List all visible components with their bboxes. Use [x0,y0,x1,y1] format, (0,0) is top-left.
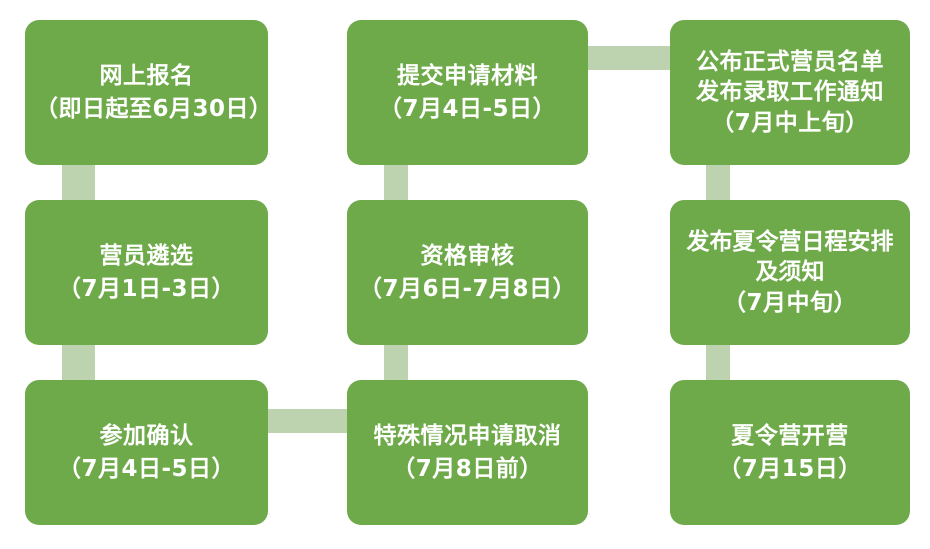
connector-publish-camp-schedule-to-camp-opening [706,342,730,384]
node-line-title: 特殊情况申请取消 [373,422,562,449]
node-line-title: 公布正式营员名单 [696,48,884,75]
connector-participation-confirmation-to-special-case-cancellation [264,409,350,433]
node-line-date: （7月8日前） [392,455,543,482]
connector-camper-selection-to-participation-confirmation [62,342,95,384]
node-line-date: （7月4日-5日） [57,455,236,482]
node-line-title: 参加确认 [99,422,194,449]
node-line-date: （7月6日-7月8日） [358,275,577,302]
connector-submit-application-materials-to-announce-official-camper-list [586,46,672,70]
node-line-date: （即日起至6月30日） [35,95,273,122]
node-special-case-cancellation-request[interactable]: 特殊情况申请取消 （7月8日前） [347,380,588,525]
node-publish-camp-schedule-and-notice[interactable]: 发布夏令营日程安排及须知 （7月中旬） [670,200,910,345]
node-line-title: 发布夏令营日程安排及须知 [686,228,894,286]
node-line-title: 资格审核 [420,242,515,269]
connector-qualification-review-to-submit-application-materials [384,162,408,204]
node-line-title: 夏令营开营 [731,422,849,449]
node-camper-selection[interactable]: 营员遴选 （7月1日-3日） [25,200,268,345]
node-camp-opening[interactable]: 夏令营开营 （7月15日） [670,380,910,525]
node-participation-confirmation[interactable]: 参加确认 （7月4日-5日） [25,380,268,525]
node-line-date: （7月4日-5日） [378,95,557,122]
connector-online-registration-to-camper-selection [62,162,95,204]
node-line-date: （7月中旬） [722,289,857,316]
connector-special-case-cancellation-to-qualification-review [384,342,408,384]
node-line-date: （7月15日） [718,455,862,482]
node-line-date: （7月1日-3日） [57,275,236,302]
node-qualification-review[interactable]: 资格审核 （7月6日-7月8日） [347,200,588,345]
node-line-title: 营员遴选 [99,242,194,269]
node-submit-application-materials[interactable]: 提交申请材料 （7月4日-5日） [347,20,588,165]
connector-announce-official-camper-list-to-publish-camp-schedule [706,162,730,204]
node-announce-official-camper-list[interactable]: 公布正式营员名单 发布录取工作通知 （7月中上旬） [670,20,910,165]
node-line-title: 网上报名 [99,62,194,89]
node-line-date: （7月中上旬） [711,109,869,136]
node-online-registration[interactable]: 网上报名 （即日起至6月30日） [25,20,273,165]
node-line-subtitle: 发布录取工作通知 [696,79,884,106]
node-line-title: 提交申请材料 [397,62,538,89]
